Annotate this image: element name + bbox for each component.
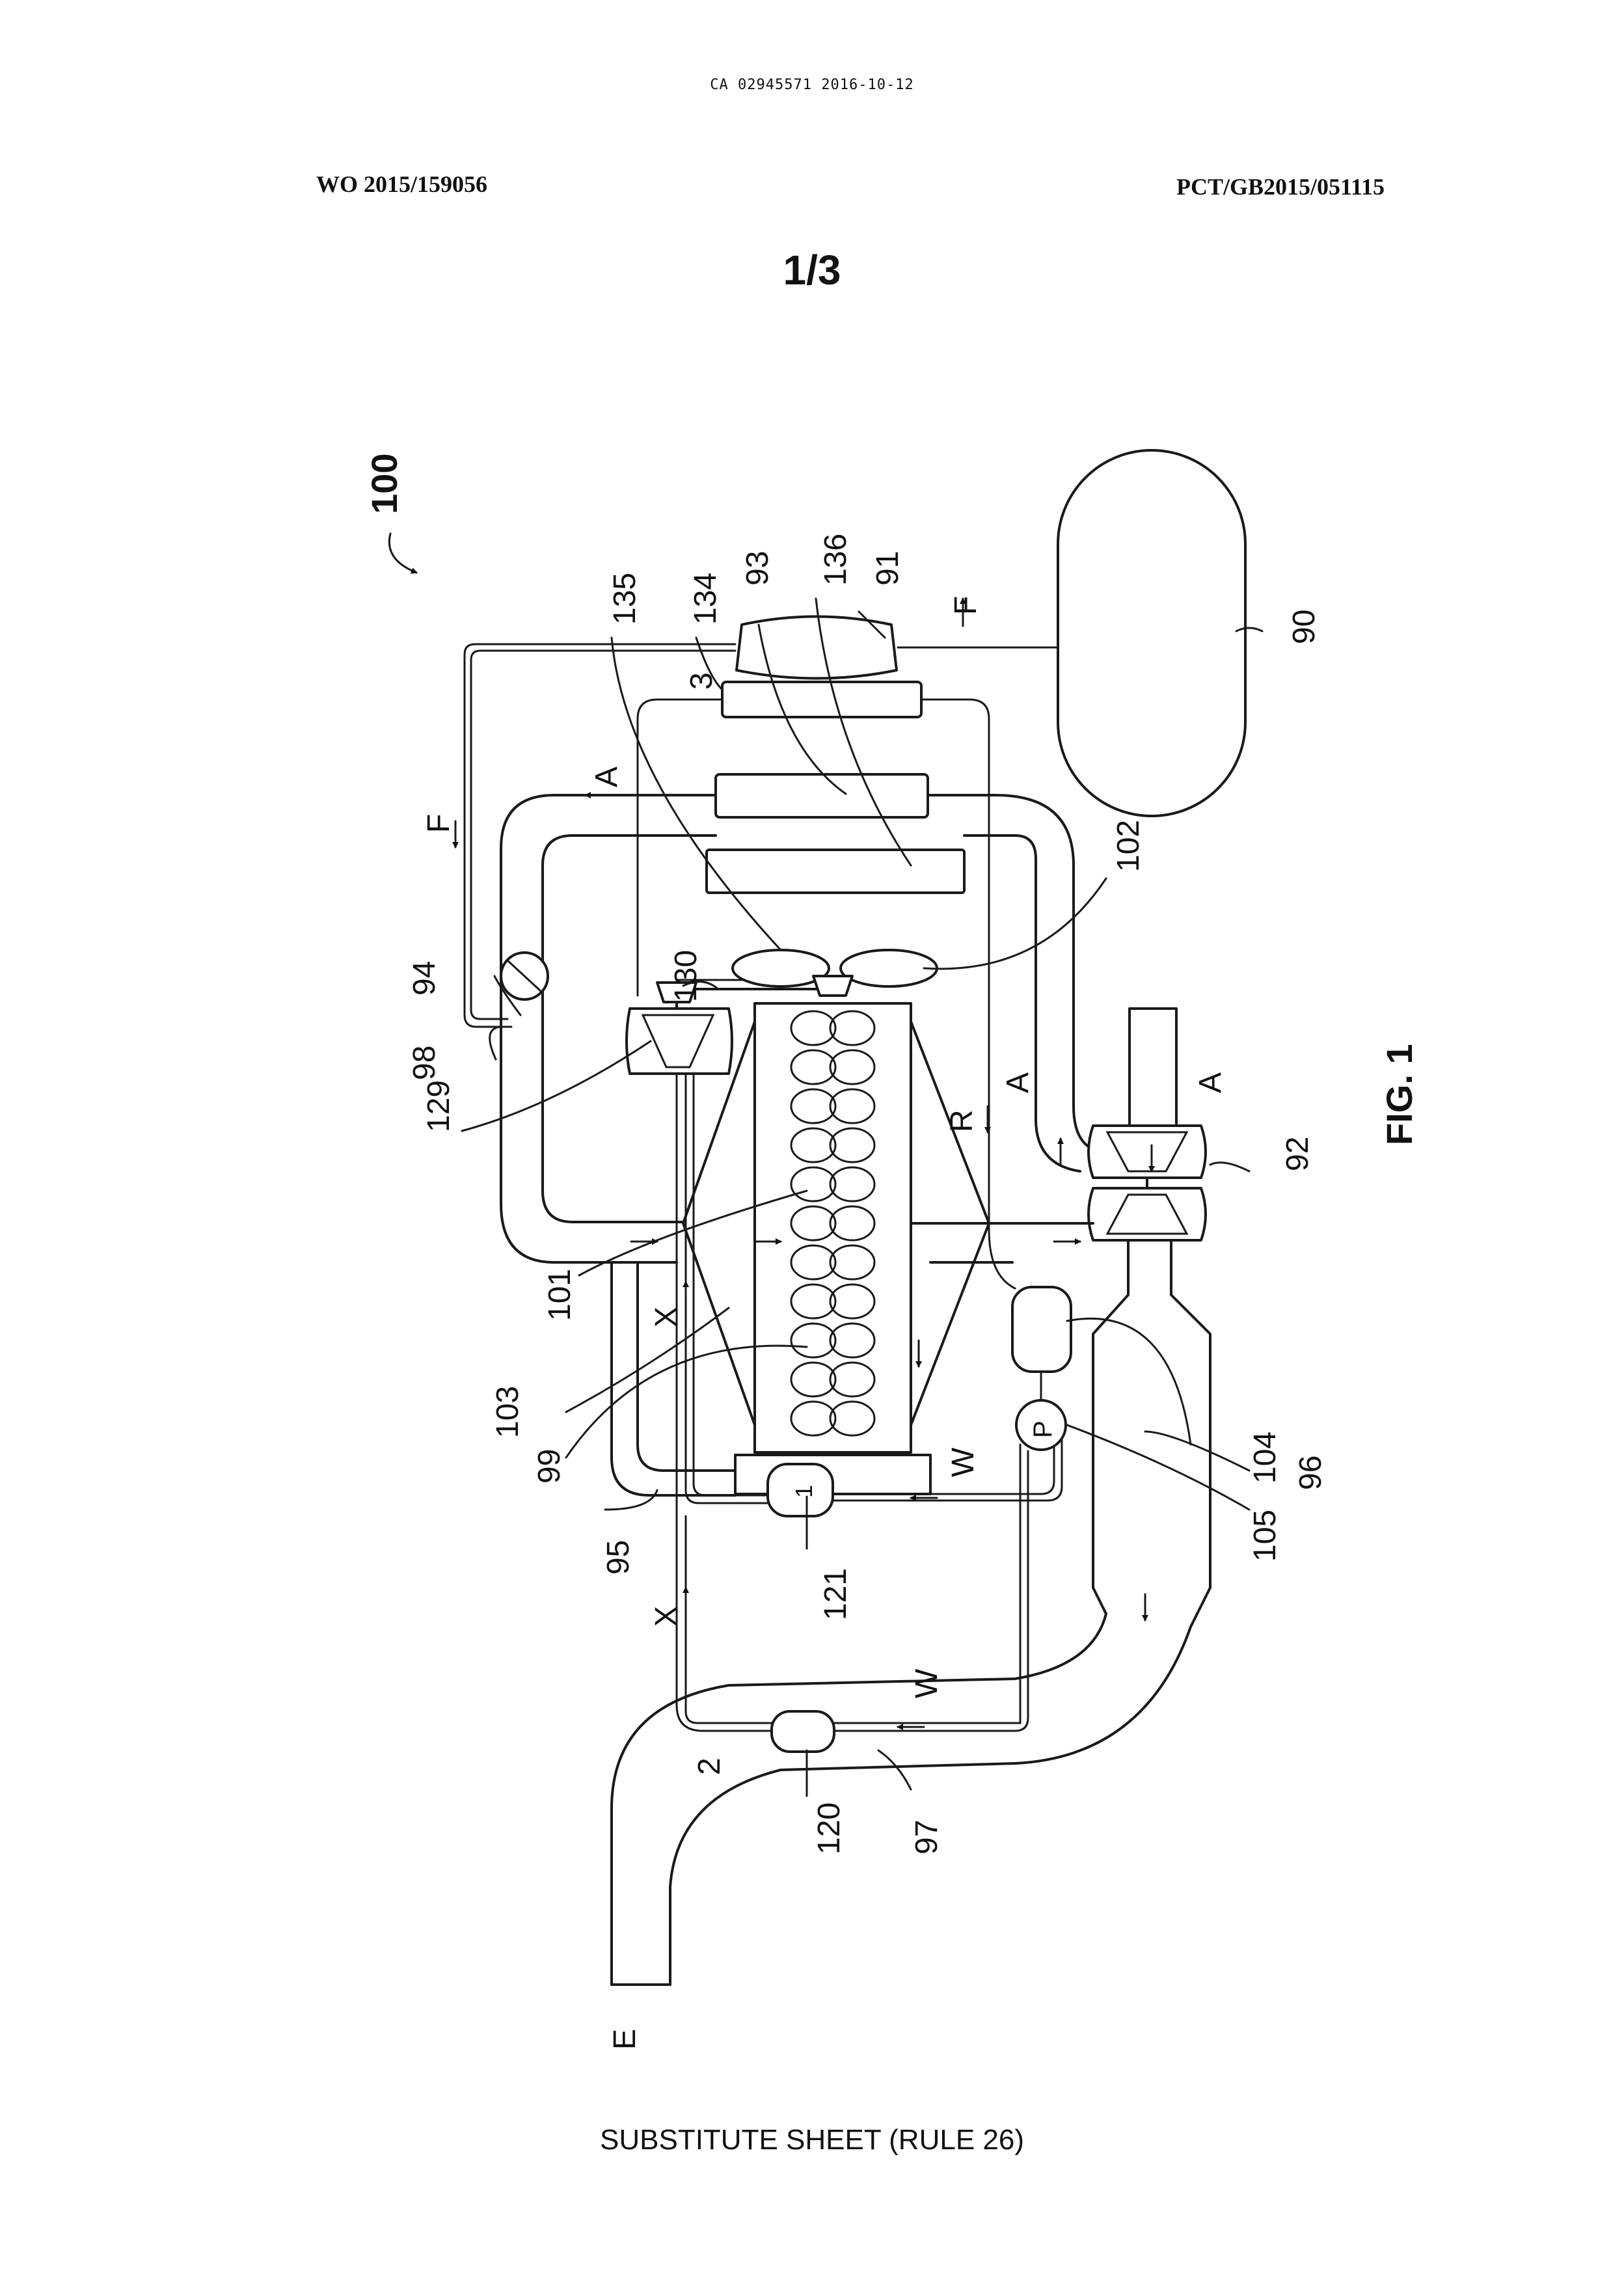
- turbocharger-92-top: [1089, 1126, 1206, 1178]
- ref-91: 91: [871, 551, 905, 586]
- figure-caption: FIG. 1: [1379, 1044, 1420, 1145]
- air-duct-right-inner: [964, 835, 1080, 1171]
- ref-121: 121: [819, 1568, 853, 1620]
- ref-103: 103: [491, 1386, 525, 1438]
- node-1: 1: [791, 1485, 817, 1498]
- flow-e: E: [608, 2029, 642, 2050]
- heat-exchanger-134: [722, 682, 921, 717]
- fuel-tank-90: [1058, 450, 1245, 816]
- fan-hub: [813, 976, 852, 996]
- ref-130: 130: [669, 950, 703, 1002]
- ref-105: 105: [1248, 1510, 1282, 1562]
- flow-x-upper: X: [649, 1307, 684, 1327]
- air-intake: [1130, 1009, 1176, 1126]
- footer-substitute-sheet: SUBSTITUTE SHEET (RULE 26): [0, 2124, 1624, 2156]
- pump-p: P: [1029, 1420, 1057, 1438]
- flow-r: R: [945, 1109, 979, 1132]
- stack-housing-101: [755, 1003, 911, 1452]
- ref-90: 90: [1287, 610, 1321, 644]
- air-duct-95: [612, 1262, 735, 1495]
- flow-f-top: F: [949, 596, 983, 615]
- flow-a-intake: A: [1193, 1072, 1228, 1093]
- ref-129: 129: [422, 1080, 456, 1132]
- ref-92: 92: [1280, 1137, 1315, 1171]
- flow-w-lower: W: [910, 1668, 944, 1698]
- ref-102: 102: [1111, 820, 1146, 872]
- reservoir-104: [1012, 1287, 1071, 1372]
- ref-93: 93: [740, 551, 775, 586]
- ref-99: 99: [532, 1449, 567, 1484]
- component-136: [707, 850, 964, 893]
- cathode-loop-right: [921, 700, 1015, 1288]
- flow-w-upper: W: [946, 1447, 981, 1477]
- flow-f-left: F: [422, 814, 456, 833]
- ref-120: 120: [812, 1802, 846, 1854]
- ref-134: 134: [688, 573, 723, 625]
- ref-94: 94: [407, 961, 442, 996]
- separator-120: [772, 1711, 834, 1752]
- node-2: 2: [692, 1758, 727, 1775]
- fan-102: [841, 950, 937, 986]
- heat-exchanger-93: [716, 774, 928, 817]
- ref-100: 100: [364, 454, 405, 514]
- flow-a-top: A: [589, 767, 624, 787]
- turbocharger-92-bottom: [1089, 1188, 1206, 1240]
- ref-136: 136: [819, 534, 853, 586]
- ref-101: 101: [543, 1269, 577, 1321]
- ref-135: 135: [608, 573, 642, 625]
- ref-95: 95: [601, 1540, 636, 1575]
- ref-96: 96: [1293, 1456, 1328, 1490]
- node-3: 3: [684, 672, 719, 690]
- compressor-129: [627, 1009, 732, 1074]
- arrow-100: [389, 534, 416, 573]
- ref-98: 98: [407, 1046, 442, 1080]
- flow-x-lower: X: [649, 1606, 684, 1627]
- ref-97: 97: [910, 1820, 944, 1854]
- ref-104: 104: [1248, 1432, 1282, 1484]
- flow-a-right: A: [1001, 1072, 1035, 1093]
